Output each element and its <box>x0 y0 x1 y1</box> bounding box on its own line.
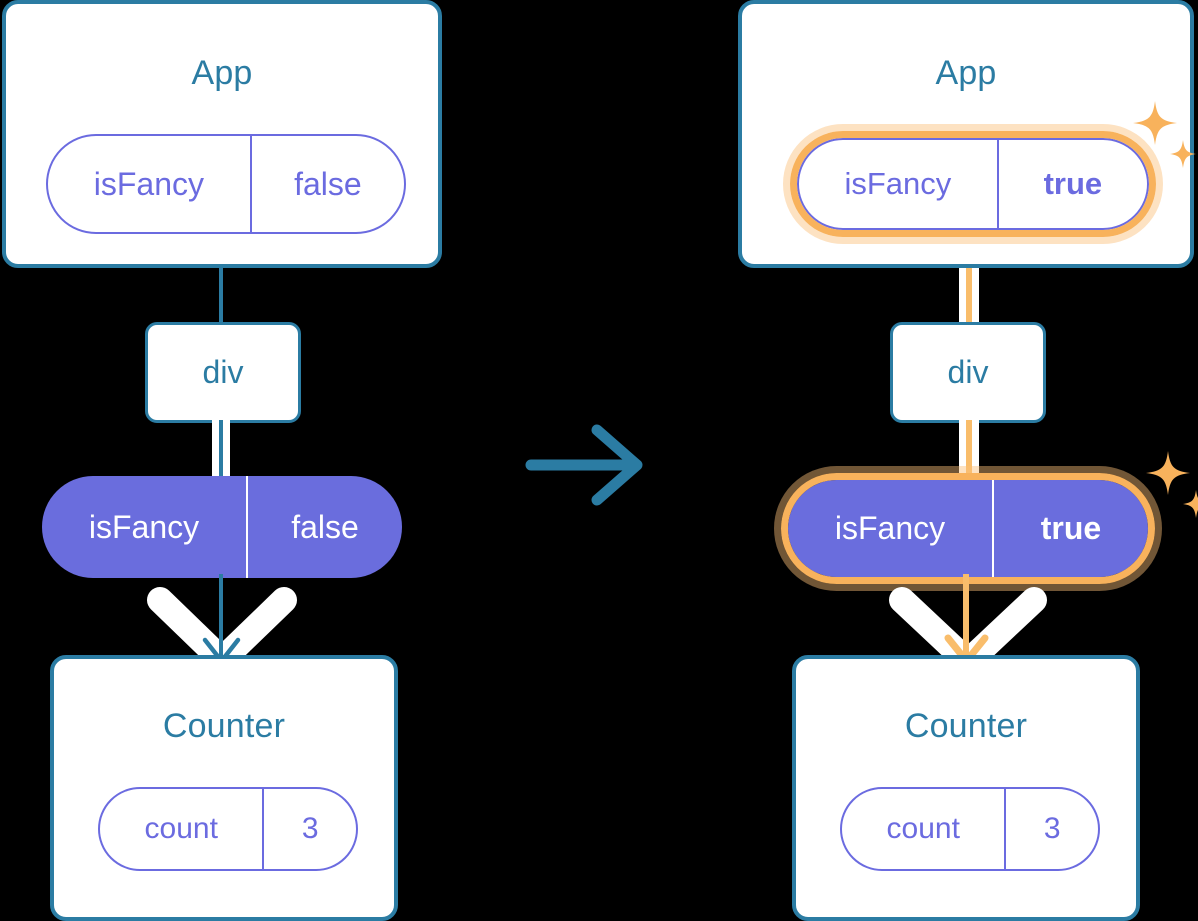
app-state-pill-key: isFancy <box>48 136 252 232</box>
counter-state-pill-key: count <box>842 789 1007 869</box>
prop-pill: isFancy true <box>788 480 1148 577</box>
prop-pill-value: false <box>291 508 359 545</box>
div-element-box: div <box>145 322 301 423</box>
app-title: App <box>935 54 997 92</box>
counter-component-box: Counter count 3 <box>50 655 398 921</box>
prop-pill: isFancy false <box>42 476 402 578</box>
panel-after: App isFancy true div isFancy true <box>730 0 1198 921</box>
connector-div-to-prop <box>219 420 223 482</box>
counter-title: Counter <box>162 707 286 745</box>
panel-before: App isFancy false div isFancy false Coun <box>0 0 445 921</box>
prop-pill-key: isFancy <box>788 480 994 577</box>
counter-state-pill-value: 3 <box>1043 812 1061 845</box>
div-label: div <box>947 354 989 390</box>
connector-app-to-div <box>219 266 223 326</box>
app-component-box: App isFancy false <box>2 0 442 268</box>
app-state-pill-key: isFancy <box>799 140 999 228</box>
connector-div-to-prop <box>966 420 972 482</box>
counter-component-box: Counter count 3 <box>792 655 1140 921</box>
app-state-pill-value: false <box>294 165 362 202</box>
div-label: div <box>202 354 244 390</box>
counter-title: Counter <box>904 707 1028 745</box>
transition-arrow-right-icon <box>525 424 643 506</box>
prop-pill-value: true <box>1040 510 1102 546</box>
counter-state-pill-key: count <box>100 789 265 869</box>
prop-pill-key: isFancy <box>42 476 248 578</box>
app-state-pill: isFancy false <box>46 134 406 234</box>
counter-state-pill: count 3 <box>840 787 1100 871</box>
counter-state-pill-value: 3 <box>301 812 319 845</box>
app-title: App <box>191 54 253 92</box>
app-state-pill-value: true <box>1043 166 1103 201</box>
counter-state-pill: count 3 <box>98 787 358 871</box>
div-element-box: div <box>890 322 1046 423</box>
app-state-pill: isFancy true <box>797 138 1149 230</box>
